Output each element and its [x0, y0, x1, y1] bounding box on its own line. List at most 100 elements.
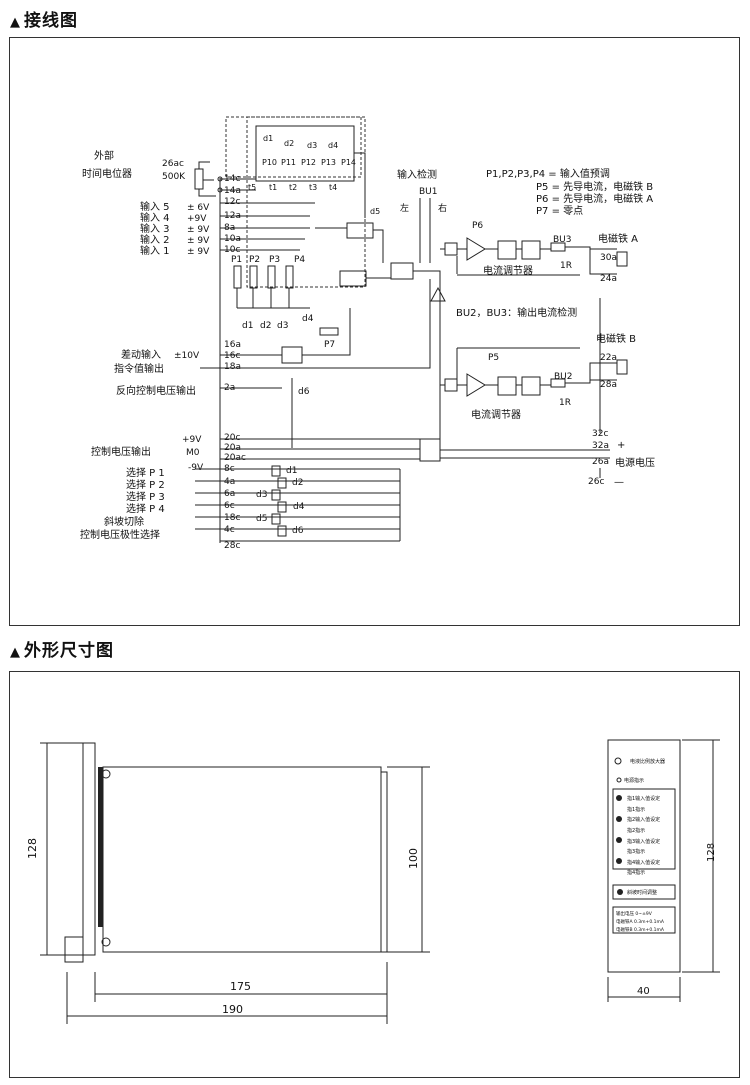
panel-notes-box — [612, 906, 676, 934]
select-4-label: 选择 P 4 — [126, 502, 165, 515]
panel-note-2: 电磁铁B 0.3m+0.1mA — [616, 926, 665, 933]
dimension-drawing-frame: 128 100 175 190 电液比例放大器 电源指示 指1输入值设定 指1指… — [9, 671, 740, 1078]
dim-175-lines — [94, 962, 388, 1002]
select-4-d: d4 — [293, 502, 305, 512]
adjust-knob-4-icon — [616, 858, 622, 864]
pot-pin: 26ac — [162, 159, 184, 169]
dim-128-lines — [40, 742, 83, 956]
front-plate-side — [82, 742, 96, 956]
pot-value: 500K — [162, 172, 186, 182]
front-h-lines — [682, 739, 720, 973]
select-1-d: d1 — [286, 466, 297, 476]
magB-regulator: 电流调节器 — [471, 408, 521, 421]
panel-note-0: 输出电压 0~±9V — [616, 910, 653, 917]
wiring-section-title: ▲接线图 — [10, 11, 78, 31]
ctrl-minus: -9V — [188, 463, 204, 473]
select-6-label: 控制电压极性选择 — [80, 528, 160, 541]
ramp-p14: P14 — [341, 158, 356, 167]
dimension-drawing: 128 100 175 190 电液比例放大器 电源指示 指1输入值设定 指1指… — [26, 739, 720, 1024]
input-3-label: 输入 3 — [140, 222, 170, 235]
bu-note: BU2，BU3：输出电流检测 — [456, 306, 577, 319]
legend-3: P6 = 先导电流，电磁铁 A — [536, 192, 653, 205]
pin-18a: 18a — [224, 362, 241, 372]
panel-item-7: 指4输入值设定 — [627, 859, 660, 866]
pin-20a: 20a — [224, 443, 241, 453]
panel-item-1: 指1输入值设定 — [627, 795, 660, 802]
select-5-pin: 18c — [224, 513, 240, 523]
magA-regulator: 电流调节器 — [483, 264, 533, 277]
input-5-pin: 12c — [224, 197, 240, 207]
magB-r: 1R — [559, 398, 571, 408]
ramp-generator-block — [346, 222, 374, 239]
ramp-wires — [220, 152, 366, 218]
dimension-section-title: ▲外形尺寸图 — [10, 641, 114, 661]
ramp-p13: P13 — [321, 158, 336, 167]
rev-wires — [220, 378, 293, 448]
adjust-knob-3-icon — [616, 837, 622, 843]
ramp-d2: d2 — [284, 139, 294, 148]
select-2-d: d2 — [292, 478, 303, 488]
rev-relay: d6 — [298, 387, 310, 397]
power-wires — [440, 298, 610, 478]
dim-175: 175 — [230, 980, 251, 993]
input-3-volt: ± 9V — [187, 225, 210, 235]
input-2-label: 输入 2 — [140, 233, 170, 246]
input-wires — [220, 202, 315, 251]
legend: P1,P2,P3,P4 = 输入值预调 P5 = 先导电流，电磁铁 B P6 =… — [486, 167, 653, 217]
input-1-label: 输入 1 — [140, 244, 170, 257]
integrator-block — [339, 270, 367, 287]
panel-adjust-area — [612, 788, 676, 870]
magA-p: P6 — [472, 221, 483, 231]
check-bu: BU1 — [419, 187, 438, 197]
legend-2: P5 = 先导电流，电磁铁 B — [536, 180, 653, 193]
check-label: 输入检测 — [397, 168, 437, 181]
d-mid-4: d4 — [302, 314, 314, 324]
external-pot-resistor — [194, 168, 204, 190]
power-pin-4: 26c — [588, 477, 604, 487]
input-2-volt: ± 9V — [187, 236, 210, 246]
external-pot-wires — [198, 161, 216, 197]
magB-label: 电磁铁 B — [596, 332, 636, 345]
panel-item-0: 电源指示 — [624, 777, 644, 784]
channel-a: P6 电流调节器 BU3 1R 电磁铁 A 30a 24a — [440, 221, 638, 284]
check-left: 左 — [400, 202, 409, 214]
p7-resistor — [319, 327, 339, 336]
d-mid-1: d1 — [242, 321, 253, 331]
select-4-pin: 6c — [224, 501, 235, 511]
pot-p3-label: P3 — [269, 255, 280, 265]
magB-pin2: 28a — [600, 380, 617, 390]
legend-1: P1,P2,P3,P4 = 输入值预调 — [486, 167, 610, 180]
pin-16c: 16c — [224, 351, 240, 361]
rev-label: 反向控制电压输出 — [116, 384, 196, 397]
power-pin-1: 32c — [592, 429, 608, 439]
screw-bottom-icon — [101, 937, 111, 947]
ramp-t4: t4 — [329, 183, 337, 192]
dim-100: 100 — [407, 848, 420, 869]
pot-p1-label: P1 — [231, 255, 242, 265]
ramp-knob-icon — [617, 889, 623, 895]
ramp-p11: P11 — [281, 158, 296, 167]
ramp-outer-enclosure — [225, 116, 362, 178]
pot-label-2: 时间电位器 — [82, 167, 132, 180]
pot-label-1: 外部 — [94, 149, 114, 162]
select-2-pin: 4a — [224, 477, 235, 487]
magA-pin2: 24a — [600, 274, 617, 284]
magA-label: 电磁铁 A — [598, 232, 638, 245]
dim-190: 190 — [222, 1003, 243, 1016]
select-5-d: d5 — [256, 514, 267, 524]
ramp-t3: t3 — [309, 183, 317, 192]
panel-item-2: 指1指示 — [627, 806, 645, 813]
buffer-triangle — [430, 286, 446, 302]
power-converter-block — [419, 438, 441, 462]
pin-20ac: 20ac — [224, 453, 246, 463]
select-3-pin: 6a — [224, 489, 235, 499]
select-6-d: d6 — [292, 526, 304, 536]
d-mid-2: d2 — [260, 321, 271, 331]
magA-pin1: 30a — [600, 253, 617, 263]
magB-pin1: 22a — [600, 353, 617, 363]
diff-amp-block — [281, 346, 303, 364]
pin-28c: 28c — [224, 541, 240, 551]
input-4-label: 输入 4 — [140, 211, 170, 224]
ramp-p10: P10 — [262, 158, 277, 167]
ctrl-label: 控制电压输出 — [91, 445, 151, 458]
